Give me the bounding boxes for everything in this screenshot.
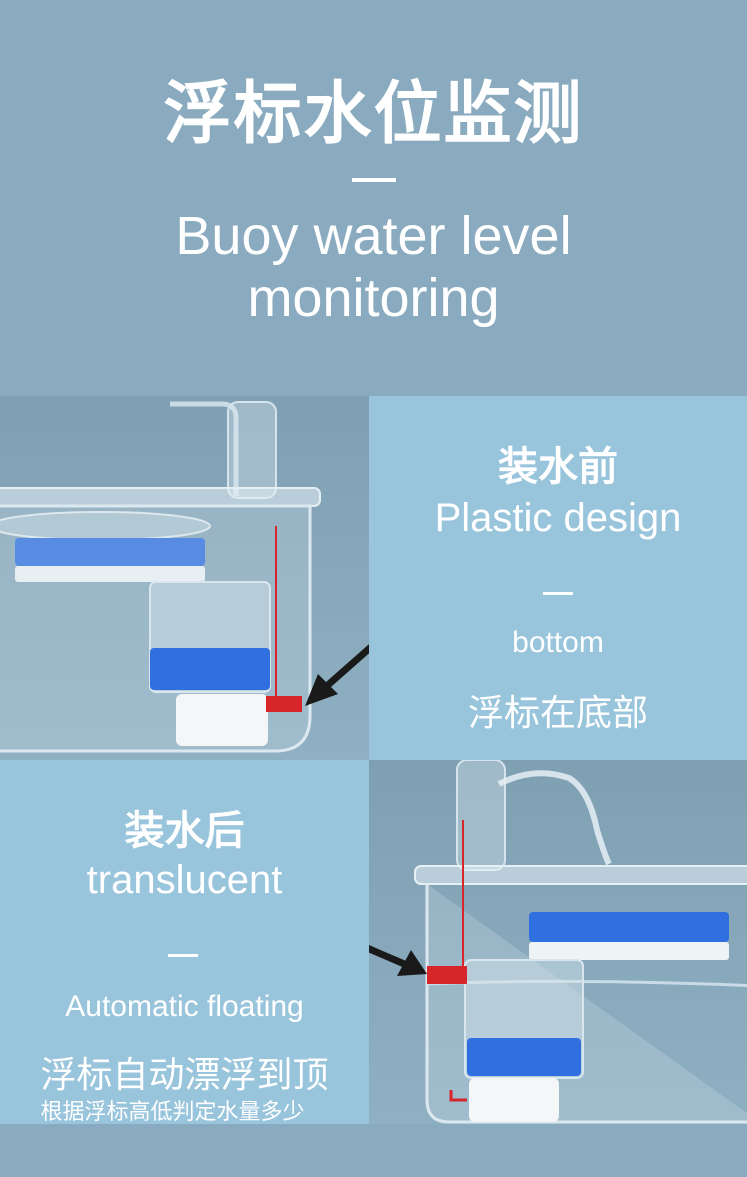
filter-sponge <box>15 538 205 566</box>
faucet-column <box>456 760 506 871</box>
filter-base <box>529 942 729 960</box>
buoy-float-icon <box>176 694 268 746</box>
page-title-en-line2: monitoring <box>247 268 500 328</box>
after-divider <box>168 954 198 957</box>
footer-band <box>0 1124 747 1177</box>
filter-base <box>15 566 205 582</box>
tank-lid <box>414 865 747 885</box>
tank-lid <box>0 487 321 507</box>
before-info-panel: 装水前 Plastic design bottom 浮标在底部 <box>369 396 747 760</box>
before-label-cn: 浮标在底部 <box>467 692 648 733</box>
filter-sponge <box>529 912 729 942</box>
before-divider <box>543 592 573 595</box>
header: 浮标水位监测 Buoy water level monitoring <box>0 0 747 396</box>
page-title-en: Buoy water level monitoring <box>0 205 747 329</box>
after-heading: 装水后 <box>124 809 245 853</box>
pump-sponge <box>467 1038 581 1076</box>
after-label-cn: 浮标自动漂浮到顶 <box>40 1054 329 1095</box>
faucet-column <box>227 401 277 499</box>
water-stream <box>497 770 612 866</box>
red-indicator <box>266 696 302 712</box>
after-tank-illustration <box>369 760 747 1124</box>
title-divider <box>352 178 396 182</box>
red-indicator <box>427 966 467 984</box>
faucet-pipe <box>170 401 239 496</box>
page-title-en-line1: Buoy water level <box>175 206 572 266</box>
after-info-panel: 装水后 translucent Automatic floating 浮标自动漂… <box>0 760 369 1124</box>
after-note-cn: 根据浮标高低判定水量多少 <box>40 1099 305 1124</box>
before-subtitle: Plastic design <box>434 496 682 540</box>
arrow-icon <box>369 945 427 976</box>
before-heading: 装水前 <box>498 445 618 489</box>
pump-base <box>469 1078 559 1122</box>
arrow-icon <box>305 644 369 706</box>
before-tank-illustration <box>0 401 369 753</box>
after-label-en: Automatic floating <box>65 990 304 1023</box>
after-product-image <box>369 760 747 1124</box>
indicator-hook <box>449 1090 467 1102</box>
after-subtitle: translucent <box>86 858 283 902</box>
pump-sponge <box>150 648 270 690</box>
before-product-image <box>0 396 369 760</box>
before-label-en: bottom <box>512 626 604 659</box>
page-title-cn: 浮标水位监测 <box>163 76 584 152</box>
